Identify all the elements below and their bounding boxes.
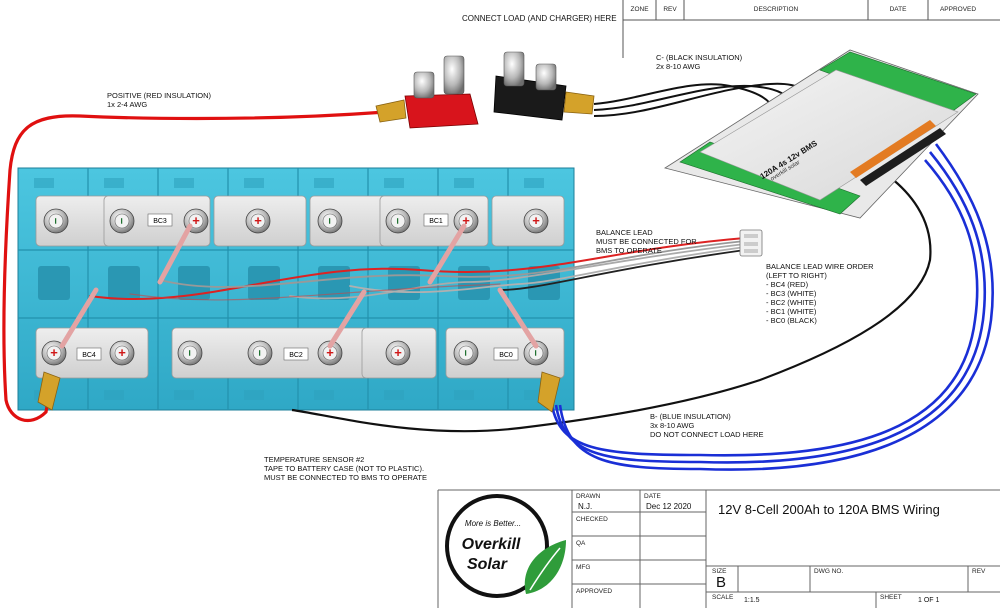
bms-board: 120A 4s 12v BMS overkill solar [664, 49, 979, 219]
balance-lead-line-1: BALANCE LEAD [596, 228, 653, 237]
c-minus-detail: 2x 8-10 AWG [656, 62, 701, 71]
wire-order-line-3: - BC4 (RED) [766, 280, 809, 289]
cell-tag-bc0: BC0 [499, 352, 513, 359]
terminal-nut [390, 213, 406, 229]
terminal-nut [114, 213, 130, 229]
tb-approved-label: APPROVED [576, 588, 613, 595]
temp-sensor-line-1: TEMPERATURE SENSOR #2 [264, 455, 365, 464]
negative-symbol: − [115, 218, 127, 224]
positive-symbol: + [50, 345, 58, 360]
cell-tag-bc3: BC3 [153, 218, 167, 225]
title-block-frame [437, 489, 1000, 608]
overkill-solar-logo: More is Better... Overkill Solar [445, 494, 566, 598]
terminal-nut [390, 345, 406, 361]
balance-lead-wires [89, 237, 746, 301]
cell-tag-bc1: BC1 [429, 218, 443, 225]
cell-tag-bc4: BC4 [82, 352, 96, 359]
tb-scale-value: 1:1.5 [744, 597, 760, 604]
tb-checked-label: CHECKED [576, 516, 608, 523]
rev-col-date: DATE [889, 5, 907, 13]
b-minus-line-1: B- (BLUE INSULATION) [650, 412, 731, 421]
tb-size-value: B [716, 574, 727, 591]
balance-lead-line-2: MUST BE CONNECTED FOR [596, 237, 697, 246]
c-minus-title: C- (BLACK INSULATION) [656, 53, 743, 62]
rev-col-description: DESCRIPTION [753, 5, 799, 13]
wire-order-line-6: - BC1 (WHITE) [766, 307, 817, 316]
tb-drawn-label: DRAWN [576, 493, 601, 500]
terminal-nut [182, 345, 198, 361]
tb-date-value: Dec 12 2020 [646, 502, 692, 511]
tb-drawn-value: N.J. [578, 502, 593, 511]
revision-table [622, 0, 1000, 58]
terminal-nut [252, 345, 268, 361]
tb-rev-label: REV [972, 568, 986, 575]
wire-order-line-1: BALANCE LEAD WIRE ORDER [766, 262, 874, 271]
positive-symbol: + [254, 213, 262, 228]
terminal-nut [114, 345, 130, 361]
rev-col-rev: REV [663, 5, 677, 13]
temp-sensor-line-3: MUST BE CONNECTED TO BMS TO OPERATE [264, 473, 427, 482]
wire-order-line-7: - BC0 (BLACK) [766, 316, 817, 325]
logo-word-overkill: Overkill [462, 536, 521, 553]
load-terminal-positive [375, 55, 479, 129]
wire-order-line-4: - BC3 (WHITE) [766, 289, 817, 298]
temp-sensor-line-2: TAPE TO BATTERY CASE (NOT TO PLASTIC). [264, 464, 425, 473]
positive-symbol: + [192, 213, 200, 228]
logo-word-solar: Solar [467, 556, 508, 573]
balance-connector [739, 229, 763, 257]
positive-wire-title: POSITIVE (RED INSULATION) [107, 91, 212, 100]
positive-symbol: + [118, 345, 126, 360]
rev-col-approved: APPROVED [939, 5, 977, 13]
negative-symbol: − [253, 350, 265, 356]
terminal-nut [322, 213, 338, 229]
positive-symbol: + [462, 213, 470, 228]
negative-symbol: − [323, 218, 335, 224]
negative-symbol: − [49, 218, 61, 224]
load-terminal-negative [493, 51, 595, 121]
cell-tag-bc2: BC2 [289, 352, 303, 359]
terminal-nut [528, 213, 544, 229]
positive-wire-detail: 1x 2-4 AWG [107, 100, 148, 109]
tb-sheet-label: SHEET [880, 594, 902, 601]
b-minus-wires [550, 143, 994, 471]
b-minus-line-3: DO NOT CONNECT LOAD HERE [650, 430, 764, 439]
terminal-nut [188, 213, 204, 229]
terminal-nut [250, 213, 266, 229]
terminal-nut [48, 213, 64, 229]
tb-sheet-value: 1 OF 1 [918, 597, 940, 604]
terminal-nut [46, 345, 62, 361]
tb-mfg-label: MFG [576, 564, 591, 571]
balance-lead-line-3: BMS TO OPERATE [596, 246, 662, 255]
negative-symbol: − [391, 218, 403, 224]
positive-symbol: + [326, 345, 334, 360]
wire-order-line-2: (LEFT TO RIGHT) [766, 271, 827, 280]
b-minus-line-2: 3x 8-10 AWG [650, 421, 695, 430]
positive-symbol: + [532, 213, 540, 228]
rev-col-zone: ZONE [630, 5, 649, 13]
temp-sensor-wire [291, 169, 932, 433]
tb-size-label: SIZE [712, 568, 727, 575]
sense-leads [59, 223, 539, 349]
tb-qa-label: QA [576, 540, 586, 547]
positive-symbol: + [394, 345, 402, 360]
connect-load-label: CONNECT LOAD (AND CHARGER) HERE [462, 14, 617, 23]
logo-tagline: More is Better... [465, 519, 521, 528]
tb-scale-label: SCALE [712, 594, 734, 601]
positive-wire [2, 110, 387, 423]
cell-tags: BC3 BC1 BC4 BC2 BC0 [76, 213, 519, 361]
negative-symbol: − [459, 350, 471, 356]
tb-date-label: DATE [644, 493, 661, 500]
negative-symbol: − [529, 350, 541, 356]
battery-lugs [37, 371, 561, 413]
terminal-nut [458, 345, 474, 361]
negative-symbol: − [183, 350, 195, 356]
wire-order-line-5: - BC2 (WHITE) [766, 298, 817, 307]
drawing-title: 12V 8-Cell 200Ah to 120A BMS Wiring [718, 502, 940, 517]
tb-dwg-label: DWG NO. [814, 568, 844, 575]
